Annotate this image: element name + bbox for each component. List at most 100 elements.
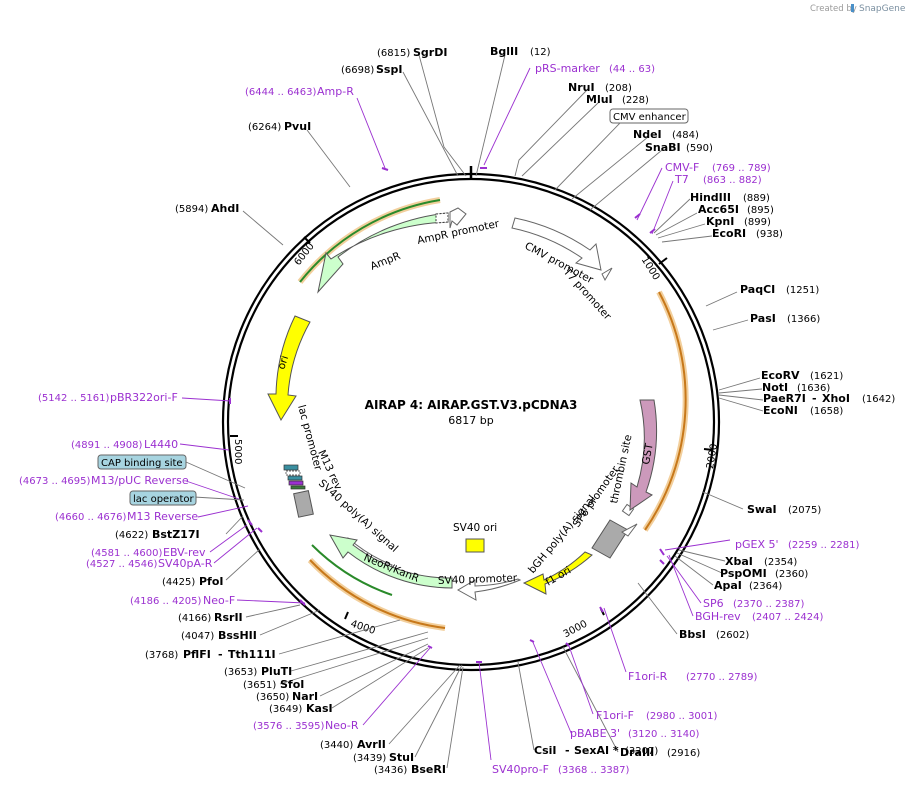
primer-t7: T7 [674, 173, 689, 186]
primer-neo-r: Neo-R [325, 719, 359, 732]
tick-label-5000: 5000 [232, 439, 243, 464]
primer-sv40pa-r: SV40pA-R [158, 557, 213, 570]
feature-sv40-promoter[interactable] [456, 578, 522, 601]
primer-range-ebv-rev: (4581 .. 4600) [91, 548, 163, 559]
primer-range-prs-marker: (44 .. 63) [609, 64, 655, 75]
enzyme-dash-1: - [812, 392, 817, 405]
enzyme-pos-econi: (1658) [810, 406, 843, 417]
enzyme-pos-pvui: (6264) [248, 122, 281, 133]
enzyme-stui: StuI [389, 751, 414, 764]
enzyme-pos-sspi: (6698) [341, 65, 374, 76]
enzyme-pos-noti: (1636) [797, 383, 830, 394]
primer-sp6: SP6 [703, 597, 724, 610]
enzyme-dash-2: - [218, 648, 223, 661]
orf-arc-neo-inner [311, 544, 393, 596]
feature-ampr-promoter[interactable] [449, 207, 467, 229]
enzyme-pos-xbai: (2354) [764, 557, 797, 568]
primer-cmv-f: CMV-F [665, 161, 699, 174]
enzyme-rsrii: RsrII [214, 611, 243, 624]
enzyme-bstz17i: BstZ17I [152, 528, 200, 541]
enzyme-tth111i: Tth111I [228, 648, 276, 661]
enzyme-pos-bseri: (3436) [374, 765, 407, 776]
orf-arc-ampr-line [299, 199, 441, 283]
feature-f1-ori[interactable] [522, 551, 593, 595]
enzyme-bseri: BseRI [411, 763, 446, 776]
primer-range-pbr322ori-f: (5142 .. 5161) [38, 393, 110, 404]
enzyme-snabi: SnaBI [645, 141, 681, 154]
primer-range-t7: (863 .. 882) [703, 175, 762, 186]
primer-sv40pro-f: SV40pro-F [492, 763, 549, 776]
feature-lac-cluster[interactable] [283, 464, 314, 518]
snapgene-logo-icon [851, 4, 854, 12]
enzyme-labels: (6815) SgrDI BglII (12) (6698) SspI NruI… [115, 45, 895, 776]
enzyme-pfoi: PfoI [199, 575, 224, 588]
enzyme-econi: EcoNI [763, 404, 798, 417]
primer-prs-marker: pRS-marker [535, 62, 600, 75]
feature-ampr[interactable] [317, 212, 449, 294]
enzyme-pasi: PasI [750, 312, 776, 325]
enzyme-leader-lines [185, 54, 764, 769]
enzyme-pos-mlui: (228) [622, 95, 649, 106]
primer-pbabe3: pBABE 3' [570, 727, 620, 740]
enzyme-pos-acc65i: (895) [747, 205, 774, 216]
enzyme-xhoi: XhoI [822, 392, 850, 405]
boxed-cmv-enhancer[interactable]: CMV enhancer [554, 108, 689, 191]
primer-range-pgex5: (2259 .. 2281) [788, 540, 860, 551]
enzyme-apai: ApaI [714, 579, 742, 592]
enzyme-kasi: KasI [306, 702, 333, 715]
enzyme-noti: NotI [762, 381, 788, 394]
primer-range-bgh-rev: (2407 .. 2424) [752, 612, 824, 623]
enzyme-pos-ndei: (484) [672, 130, 699, 141]
enzyme-sgrdi: SgrDI [413, 46, 447, 59]
enzyme-pspomi: PspOMI [720, 567, 767, 580]
feature-sv40-ori[interactable] [465, 538, 485, 553]
credit-prefix: Created by [810, 4, 857, 14]
primer-range-f1ori-f: (2980 .. 3001) [646, 711, 718, 722]
enzyme-pos-snabi: (590) [686, 143, 713, 154]
label-gst: GST [640, 442, 656, 466]
primer-range-cmv-f: (769 .. 789) [712, 163, 771, 174]
primer-range-l4440: (4891 .. 4908) [71, 440, 143, 451]
enzyme-pos-bbsi: (2602) [716, 630, 749, 641]
enzyme-pos-sfoi: (3651) [243, 680, 276, 691]
enzyme-paer7i: PaeR7I [763, 392, 806, 405]
enzyme-pos-stui: (3439) [353, 753, 386, 764]
primer-range-sp6: (2370 .. 2387) [733, 599, 805, 610]
feature-t7-promoter[interactable] [601, 267, 613, 282]
primer-pgex5: pGEX 5' [735, 538, 779, 551]
enzyme-ahdi: AhdI [211, 202, 239, 215]
feature-sp6-promoter[interactable] [621, 523, 638, 537]
enzyme-hindiii: HindIII [690, 191, 731, 204]
enzyme-pos-rsrii: (4166) [178, 613, 211, 624]
enzyme-pluti: PluTI [261, 665, 292, 678]
enzyme-pos-kpni: (899) [744, 217, 771, 228]
enzyme-bbsi: BbsI [679, 628, 706, 641]
orf-arc-gst-line [644, 291, 687, 531]
primer-f1ori-f: F1ori-F [596, 709, 634, 722]
feature-gst[interactable] [629, 399, 658, 511]
feature-bgh-polya[interactable] [591, 519, 629, 559]
enzyme-sexai: SexAI * [574, 744, 619, 757]
enzyme-pos-kasi: (3649) [269, 704, 302, 715]
boxed-cap-binding-site[interactable]: CAP binding site [97, 454, 187, 470]
feature-neor-kanr[interactable] [329, 534, 453, 589]
enzyme-mlui: MluI [586, 93, 613, 106]
enzyme-avrii: AvrII [357, 738, 386, 751]
label-sv40-polya: SV40 poly(A) signal [316, 477, 400, 555]
enzyme-pvui: PvuI [284, 120, 311, 133]
enzyme-sfoi: SfoI [280, 678, 304, 691]
primer-amp-r: Amp-R [317, 85, 354, 98]
primer-bgh-rev: BGH-rev [695, 610, 741, 623]
svg-text:lac operator: lac operator [133, 494, 194, 505]
enzyme-pos-bglii: (12) [530, 47, 551, 58]
feature-ori[interactable] [267, 315, 311, 422]
boxed-lac-operator[interactable]: lac operator [129, 490, 197, 506]
primer-range-f1ori-r: (2770 .. 2789) [686, 672, 758, 683]
enzyme-pos-pspomi: (2360) [775, 569, 808, 580]
primer-f1ori-r: F1ori-R [628, 670, 668, 683]
label-ori: ori [275, 354, 291, 371]
feature-cmv-promoter[interactable] [511, 217, 602, 271]
enzyme-draiii: DraIII [620, 746, 654, 759]
primer-ebv-rev: EBV-rev [163, 546, 206, 559]
primer-markers [229, 167, 665, 663]
